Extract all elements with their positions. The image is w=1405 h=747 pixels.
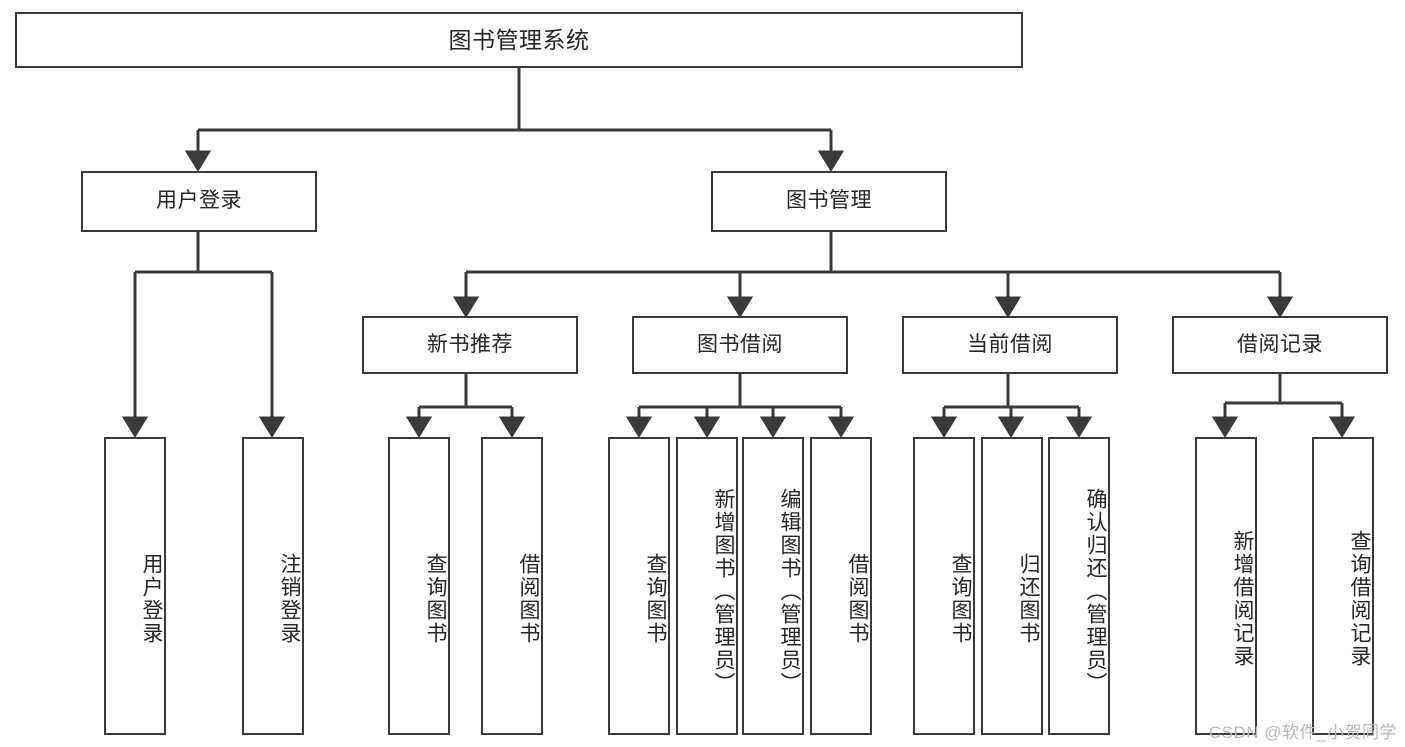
node-leaf-confirm-return-admin[interactable]: 确认归还（管理员）: [1048, 437, 1110, 735]
node-root-book-management-system[interactable]: 图书管理系统: [15, 12, 1023, 68]
node-borrow-record[interactable]: 借阅记录: [1172, 316, 1388, 374]
node-label: 借阅图书: [517, 553, 540, 645]
node-book-borrow[interactable]: 图书借阅: [632, 316, 848, 374]
node-leaf-user-login[interactable]: 用户登录: [104, 437, 166, 735]
node-label: 当前借阅: [967, 332, 1053, 356]
node-leaf-edit-book-admin[interactable]: 编辑图书（管理员）: [742, 437, 804, 735]
node-label: 借阅记录: [1237, 332, 1323, 356]
node-label: 新增图书（管理员）: [712, 487, 735, 695]
node-label: 查询图书: [949, 553, 972, 645]
node-label: 图书管理: [786, 189, 872, 213]
node-leaf-borrow-book-recommend[interactable]: 借阅图书: [481, 437, 543, 735]
node-new-book-recommend[interactable]: 新书推荐: [362, 316, 578, 374]
node-label: 查询借阅记录: [1348, 530, 1371, 668]
node-label: 查询图书: [644, 553, 667, 645]
node-label: 确认归还（管理员）: [1084, 487, 1107, 695]
node-leaf-query-borrow-record[interactable]: 查询借阅记录: [1312, 437, 1374, 735]
node-current-borrow[interactable]: 当前借阅: [902, 316, 1118, 374]
node-book-management[interactable]: 图书管理: [711, 171, 947, 232]
node-leaf-logout[interactable]: 注销登录: [242, 437, 304, 735]
node-label: 用户登录: [140, 553, 163, 645]
node-leaf-add-book-admin[interactable]: 新增图书（管理员）: [676, 437, 738, 735]
node-leaf-query-book-recommend[interactable]: 查询图书: [388, 437, 450, 735]
node-label: 编辑图书（管理员）: [778, 487, 801, 695]
node-label: 用户登录: [156, 189, 242, 213]
node-label: 查询图书: [424, 553, 447, 645]
node-label: 归还图书: [1017, 553, 1040, 645]
node-leaf-borrow-book[interactable]: 借阅图书: [810, 437, 872, 735]
node-label: 注销登录: [278, 553, 301, 645]
node-user-login[interactable]: 用户登录: [81, 171, 317, 232]
node-leaf-add-borrow-record[interactable]: 新增借阅记录: [1195, 437, 1257, 735]
node-label: 图书借阅: [697, 332, 783, 356]
node-leaf-return-book[interactable]: 归还图书: [981, 437, 1043, 735]
node-label: 新书推荐: [427, 332, 513, 356]
node-leaf-query-book-borrow[interactable]: 查询图书: [608, 437, 670, 735]
node-label: 图书管理系统: [448, 26, 590, 53]
node-label: 新增借阅记录: [1231, 530, 1254, 668]
watermark-text: CSDN @软件_小贺同学: [1208, 723, 1397, 742]
node-label: 借阅图书: [846, 553, 869, 645]
node-leaf-query-book-current[interactable]: 查询图书: [913, 437, 975, 735]
